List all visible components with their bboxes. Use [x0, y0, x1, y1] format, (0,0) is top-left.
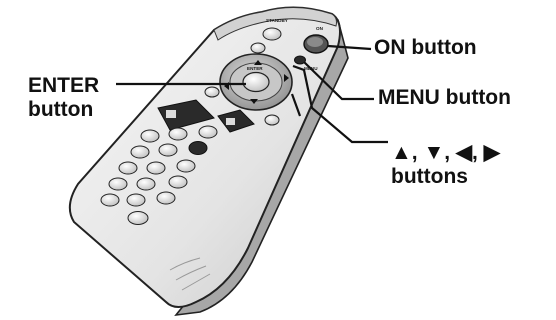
arrow-buttons-callout: ▲, ▼, ◀, ▶ buttons: [391, 141, 500, 189]
menu-button-callout: MENU button: [378, 86, 511, 110]
undo-button[interactable]: [265, 115, 279, 125]
arrow-buttons-label-line2: buttons: [391, 165, 500, 189]
return-button[interactable]: [205, 87, 219, 97]
svg-text:ON: ON: [316, 26, 324, 31]
menu-button-label: MENU button: [378, 86, 511, 109]
svg-text:ENTER: ENTER: [247, 66, 263, 71]
remote-control: STANDBY ON MENU ENTER: [70, 7, 348, 315]
arrow-buttons-label-line1: ▲, ▼, ◀, ▶: [391, 141, 500, 165]
svg-text:STANDBY: STANDBY: [266, 18, 288, 23]
enter-button-label-line1: ENTER: [28, 74, 99, 98]
enter-button-callout: ENTER button: [28, 74, 99, 122]
on-button-callout: ON button: [374, 36, 477, 60]
on-button-label: ON button: [374, 36, 477, 59]
small-button[interactable]: [251, 43, 265, 53]
enter-button-label-line2: button: [28, 98, 99, 122]
